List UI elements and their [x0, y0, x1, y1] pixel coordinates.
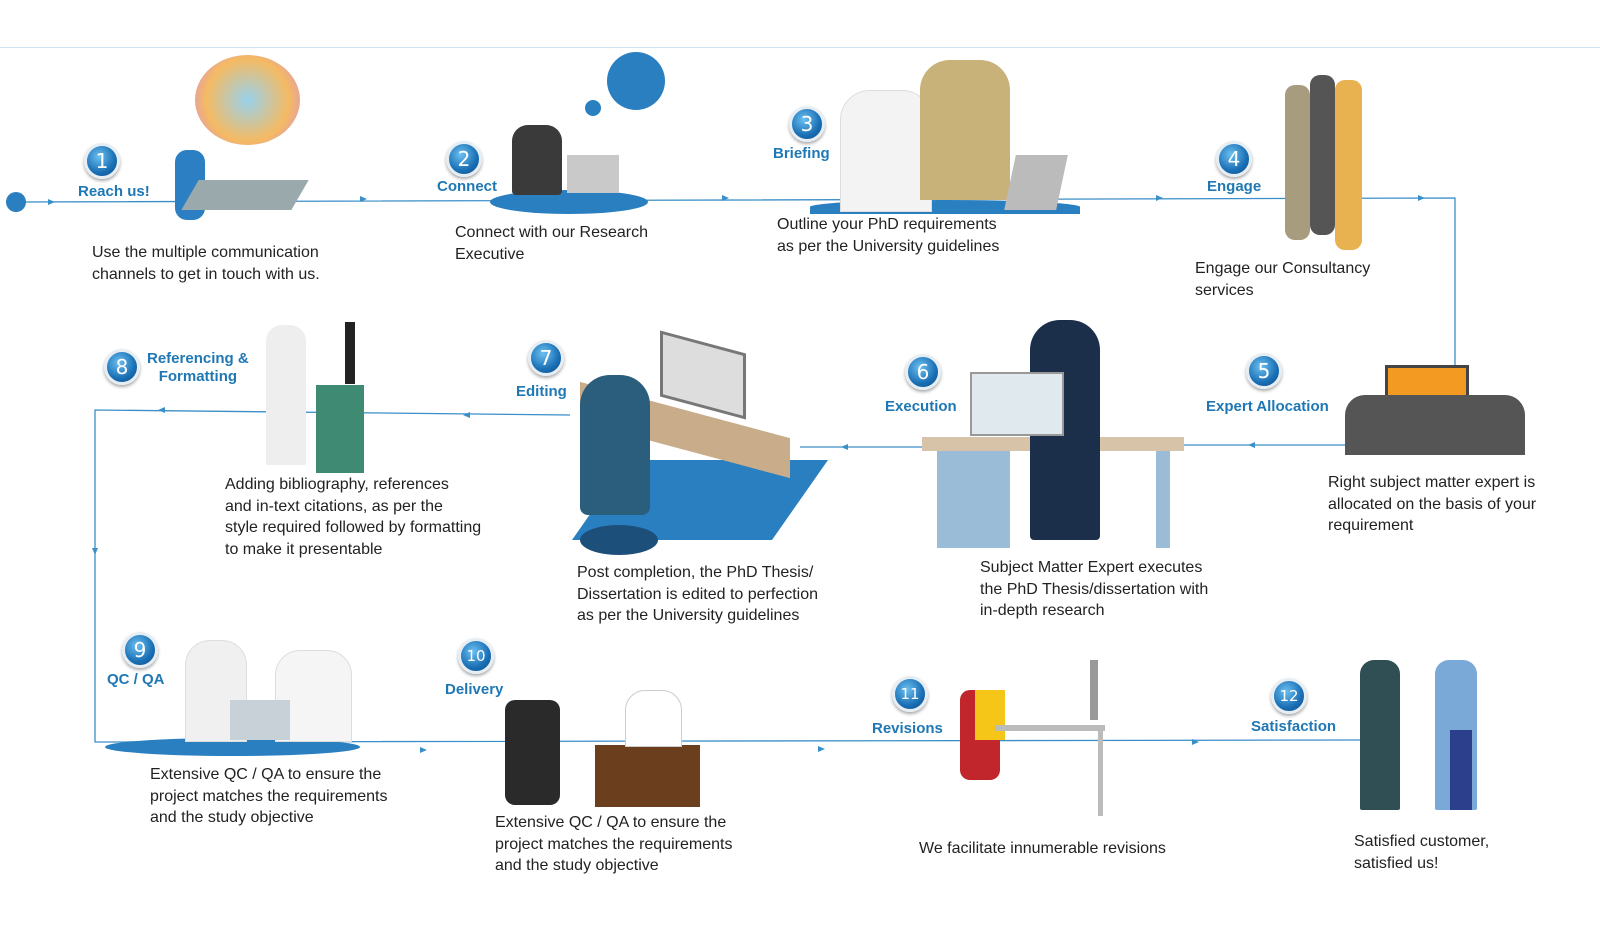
step-label: Briefing	[773, 145, 830, 162]
step-number-badge: 11	[892, 676, 928, 712]
step-label: Referencing & Formatting	[147, 350, 249, 385]
step-number-badge: 2	[446, 141, 482, 177]
step-label: QC / QA	[107, 671, 165, 688]
step-label: Delivery	[445, 681, 504, 698]
step-number-badge: 8	[104, 349, 140, 385]
step-description: Subject Matter Expert executes the PhD T…	[980, 559, 1209, 619]
step-label: Editing	[516, 383, 567, 400]
step-label: Expert Allocation	[1206, 398, 1329, 415]
step-label: Reach us!	[78, 183, 150, 200]
step-number-badge: 3	[789, 106, 825, 142]
step-description: Extensive QC / QA to ensure the project …	[150, 766, 388, 826]
step-description: Extensive QC / QA to ensure the project …	[495, 814, 733, 874]
step-description: Post completion, the PhD Thesis/ Dissert…	[577, 564, 819, 624]
step-description: Use the multiple communication channels …	[92, 244, 320, 283]
step-number-badge: 5	[1246, 353, 1282, 389]
step-number-badge: 12	[1271, 678, 1307, 714]
step-description: Satisfied customer, satisfied us!	[1354, 833, 1490, 872]
step-label: Connect	[437, 178, 497, 195]
start-dot	[6, 192, 26, 212]
step-description: Engage our Consultancy services	[1195, 260, 1371, 299]
step-number-badge: 4	[1216, 141, 1252, 177]
top-divider	[0, 47, 1600, 48]
step-number-badge: 1	[84, 143, 120, 179]
step-description: Adding bibliography, references and in-t…	[225, 476, 482, 558]
step-label: Revisions	[872, 720, 943, 737]
step-label: Satisfaction	[1251, 718, 1337, 735]
step-description: We facilitate innumerable revisions	[919, 840, 1166, 857]
step-number-badge: 7	[528, 340, 564, 376]
step-description: Right subject matter expert is allocated…	[1328, 474, 1537, 534]
step-number-badge: 9	[122, 632, 158, 668]
step-description: Outline your PhD requirements as per the…	[777, 216, 1000, 255]
step-number-badge: 6	[905, 354, 941, 390]
step-label: Engage	[1207, 178, 1262, 195]
step-description: Connect with our Research Executive	[455, 224, 648, 263]
step-label: Execution	[885, 398, 957, 415]
step-number-badge: 10	[458, 638, 494, 674]
